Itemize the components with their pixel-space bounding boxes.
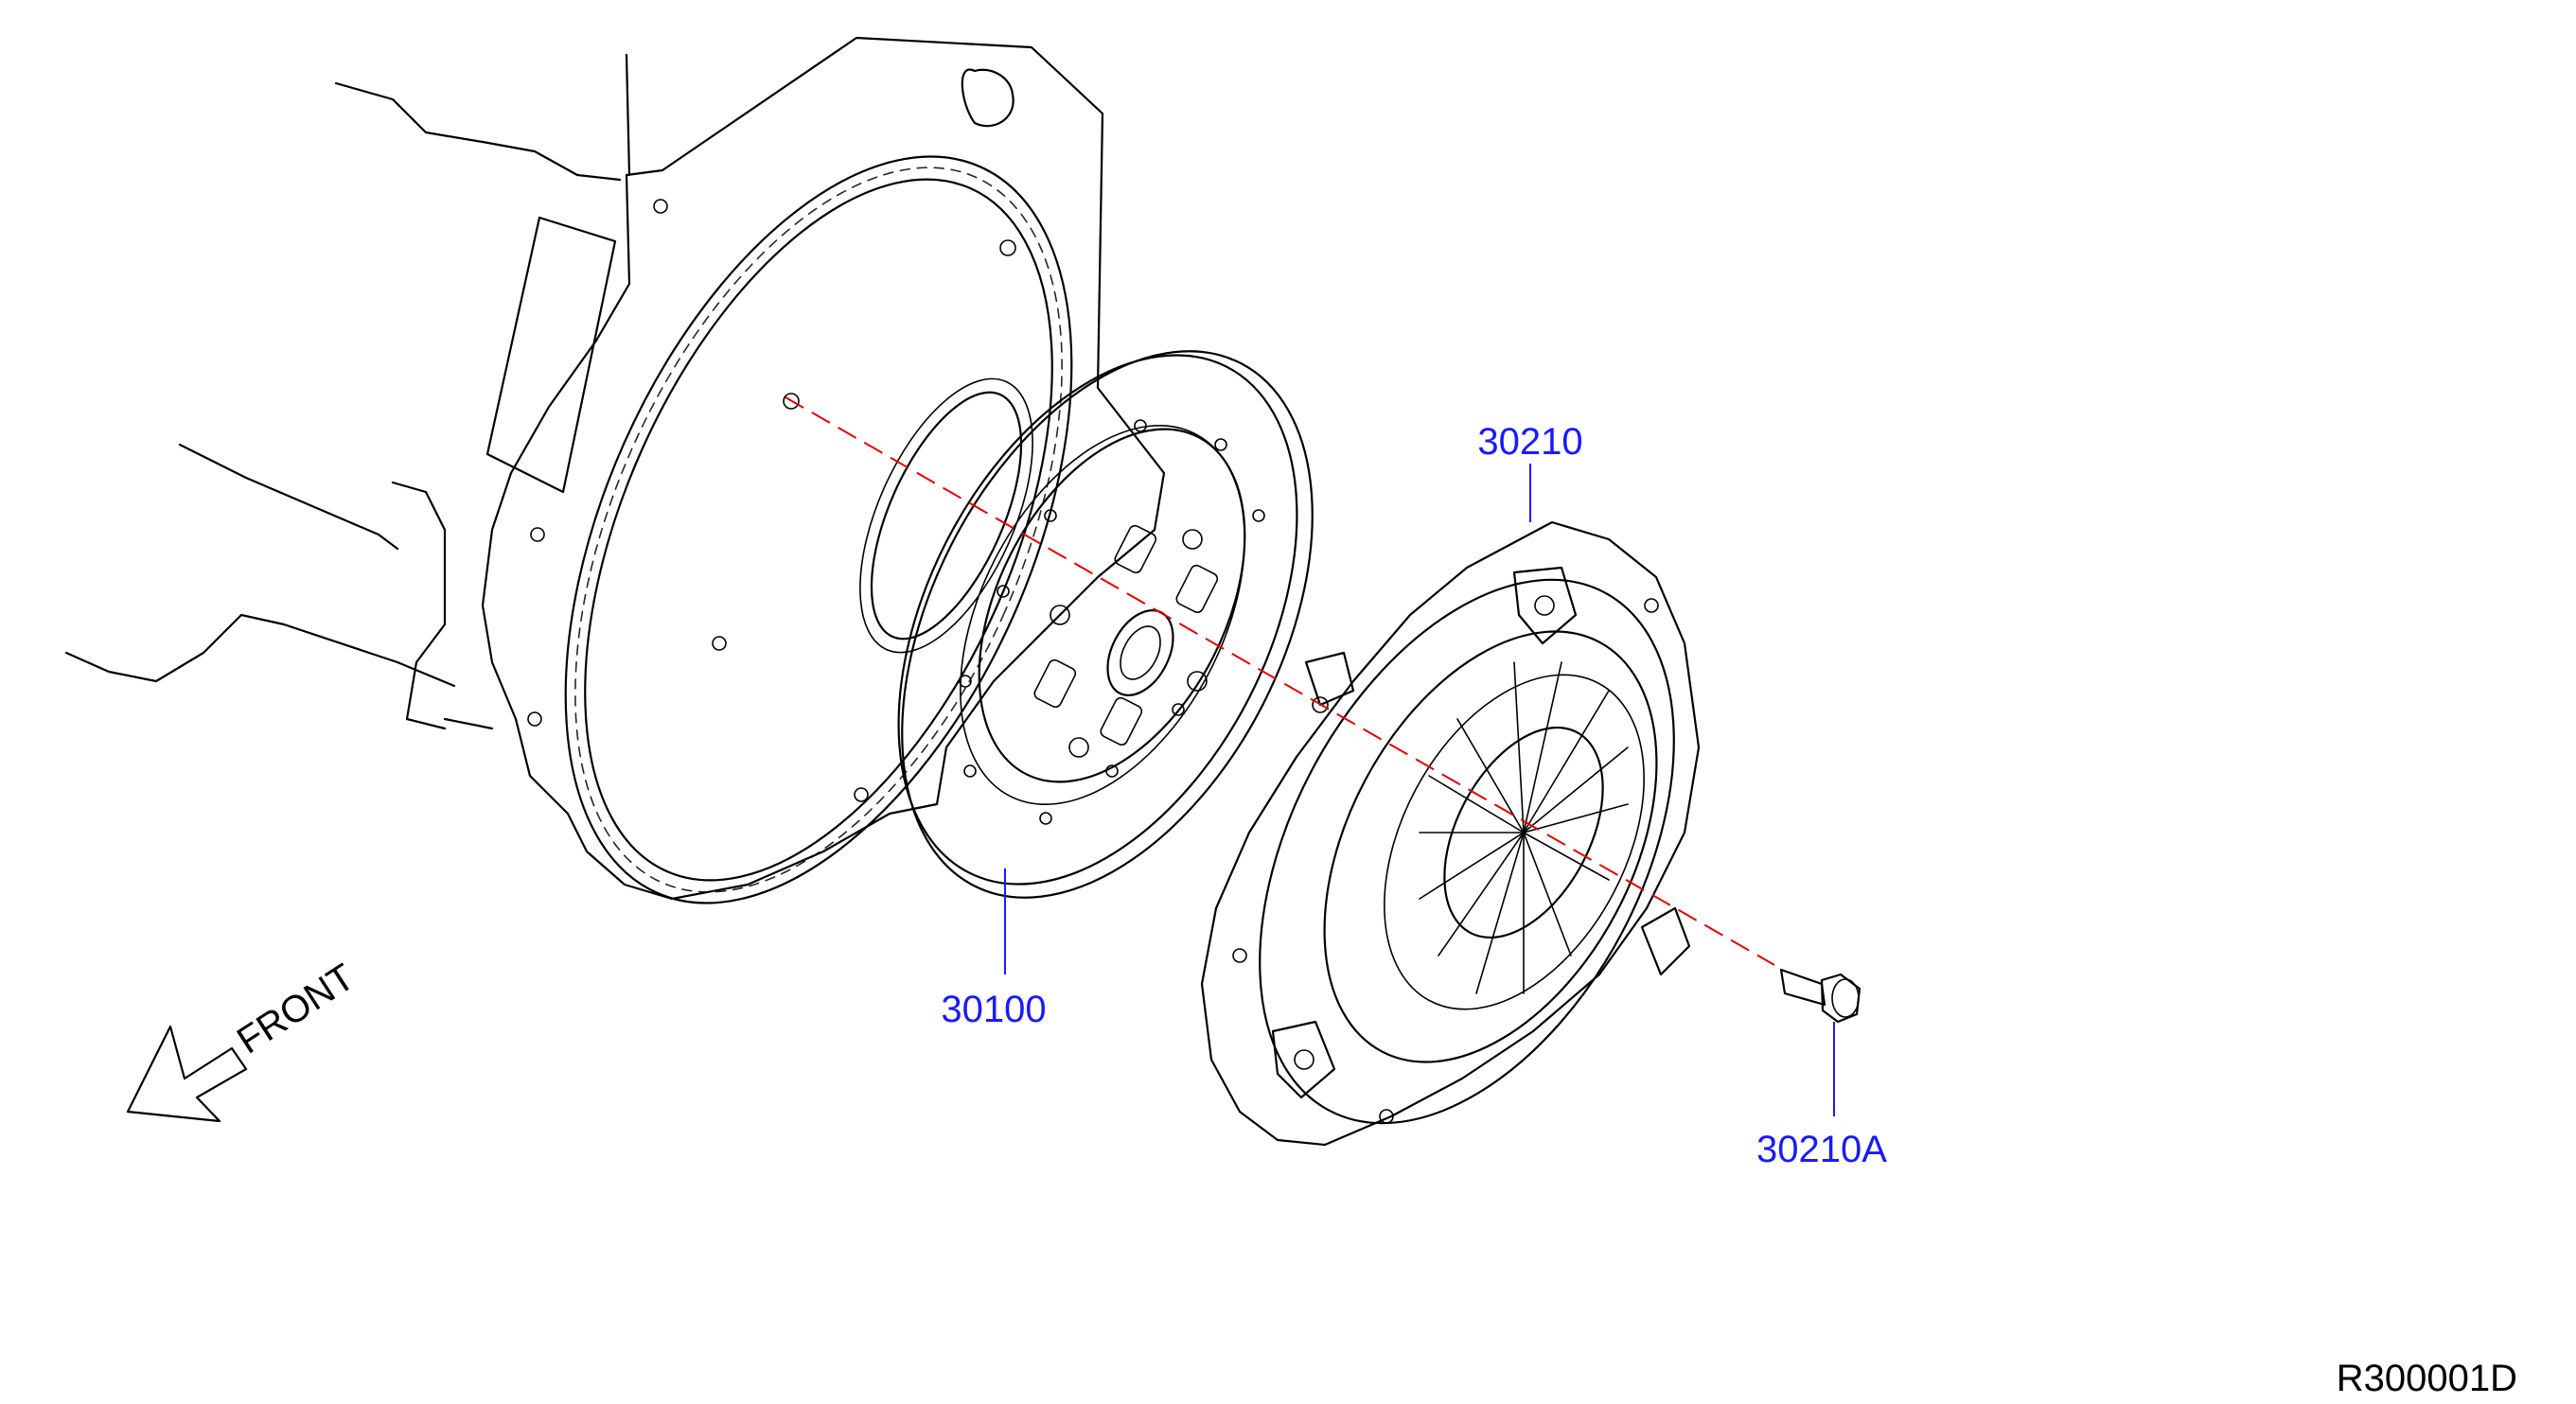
clutch-disc <box>897 350 1314 974</box>
callout-cover-bolt: 30210A <box>1756 1129 1887 1170</box>
front-direction-arrow <box>126 1025 248 1123</box>
flywheel <box>564 155 1073 904</box>
cover-bolt <box>1779 968 1861 1116</box>
direction-label: FRONT <box>230 956 362 1062</box>
flywheel-housing <box>481 36 1166 901</box>
friction-rivets <box>959 419 1265 825</box>
cover-mounting-lugs <box>1271 566 1691 1099</box>
clutch-cover <box>1200 464 1701 1147</box>
assembly-centerline <box>785 396 1775 966</box>
callout-clutch-cover: 30210 <box>1477 421 1582 463</box>
diagram-code: R300001D <box>2337 1358 2517 1399</box>
damper-springs <box>1033 524 1219 758</box>
engine-block-outline <box>64 53 631 730</box>
callout-clutch-disc: 30100 <box>941 989 1046 1030</box>
